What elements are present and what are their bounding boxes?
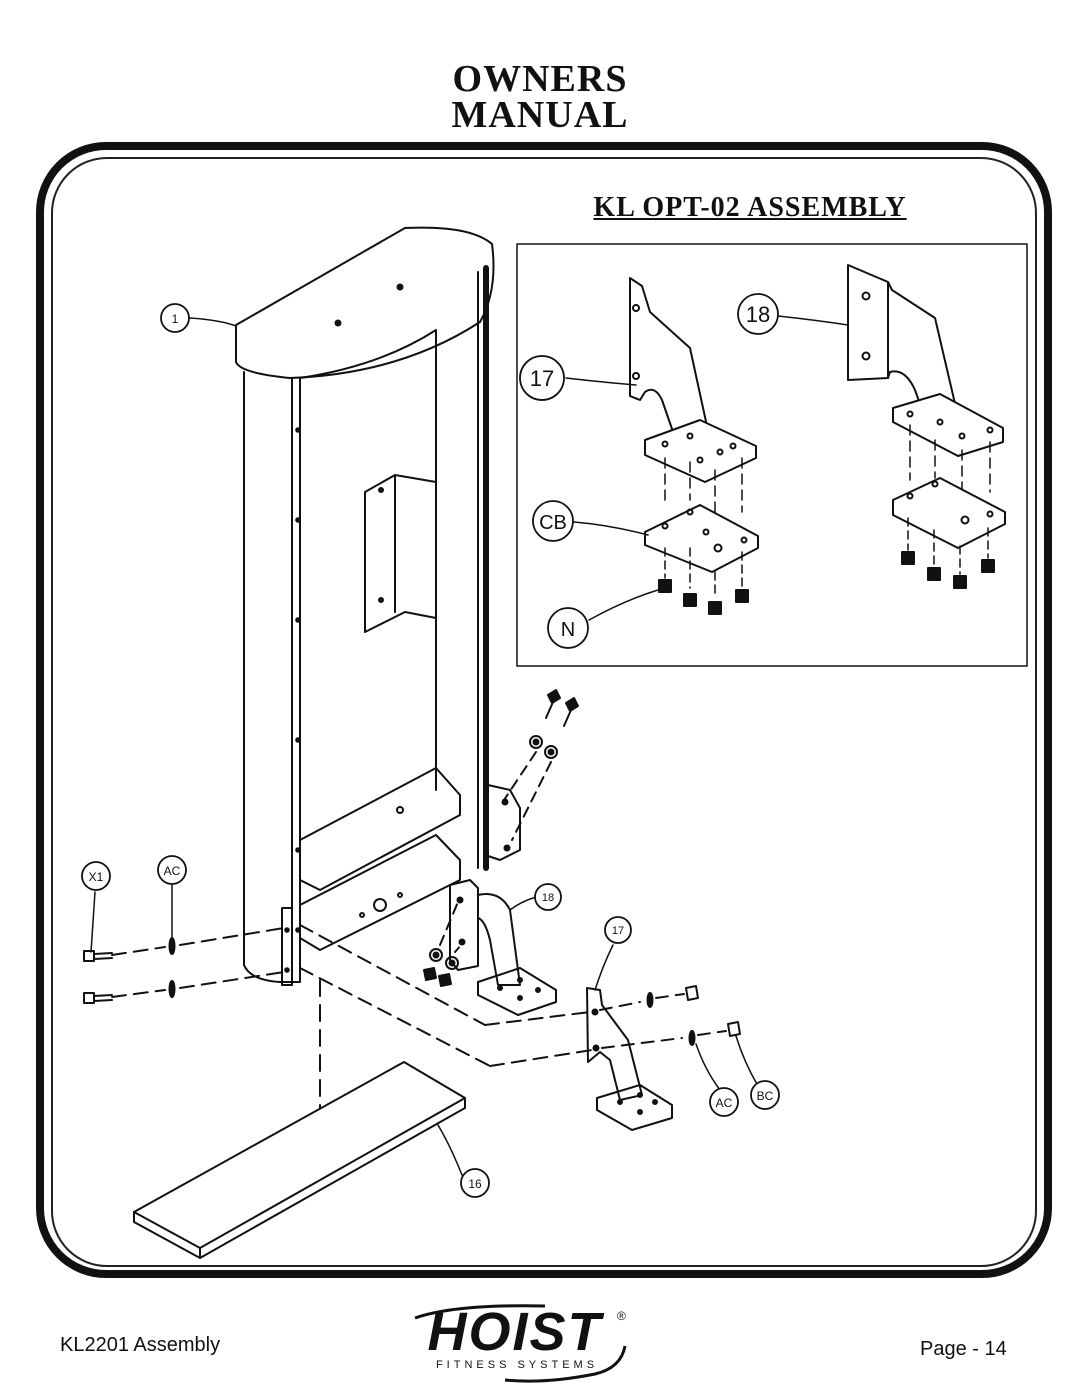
inset-pad-17 bbox=[629, 277, 759, 615]
callout-circle-bc bbox=[750, 1080, 780, 1110]
footer-page-number: Page - 14 bbox=[920, 1338, 1007, 1360]
callout-label-1: 1 bbox=[172, 312, 179, 326]
rear-bracket-plate bbox=[487, 784, 521, 861]
upright-foot-plate bbox=[281, 907, 293, 986]
logo-tagline: FITNESS SYSTEMS bbox=[436, 1359, 598, 1371]
manual-title-line1: OWNERS bbox=[452, 58, 628, 100]
upright-top-cap bbox=[235, 226, 495, 379]
callout-label-x1: X1 bbox=[89, 870, 104, 884]
left-hardware bbox=[83, 927, 285, 1004]
upright-handle-bracket bbox=[364, 474, 437, 633]
callout-circle-cb bbox=[532, 500, 574, 542]
base-board bbox=[133, 1061, 466, 1259]
callout-label-n: N bbox=[561, 619, 575, 641]
inset-pad-18 bbox=[847, 264, 1006, 589]
callout-circle-ac-right bbox=[709, 1087, 739, 1117]
logo-registered: ® bbox=[617, 1309, 626, 1323]
pad-17-main bbox=[586, 987, 673, 1131]
detail-inset-box bbox=[516, 243, 1028, 667]
upright-rear-panel bbox=[243, 371, 301, 983]
callout-label-cb: CB bbox=[539, 512, 567, 534]
callout-circle-16 bbox=[460, 1168, 490, 1198]
right-hardware bbox=[599, 985, 741, 1049]
upright-crossmember-top bbox=[299, 767, 461, 891]
callout-circle-18-main bbox=[534, 883, 562, 911]
callout-circle-ac-left bbox=[157, 855, 187, 885]
callout-circle-18-inset bbox=[737, 293, 779, 335]
drawing-frame-inner bbox=[51, 157, 1037, 1267]
logo-brand: HOIST bbox=[427, 1302, 604, 1362]
upright-front-panel bbox=[299, 329, 437, 983]
assembly-title: KL OPT-02 ASSEMBLY bbox=[593, 192, 907, 223]
callout-circle-n bbox=[547, 607, 589, 649]
callout-circle-1 bbox=[160, 303, 190, 333]
upright-crossmember-bottom bbox=[299, 834, 461, 951]
footer-model: KL2201 Assembly bbox=[60, 1334, 221, 1356]
callout-label-18-main: 18 bbox=[542, 892, 554, 904]
callout-label-17-main: 17 bbox=[612, 925, 624, 937]
callout-circle-17-inset bbox=[519, 355, 565, 401]
manual-title-line2: MANUAL bbox=[451, 94, 629, 136]
callout-circle-x1 bbox=[81, 861, 111, 891]
callout-label-18-inset: 18 bbox=[746, 302, 770, 327]
callout-circle-17-main bbox=[604, 916, 632, 944]
upright-frame bbox=[235, 226, 495, 986]
callout-label-ac-left: AC bbox=[164, 864, 181, 878]
callout-label-ac-right: AC bbox=[716, 1096, 733, 1110]
callout-label-17-inset: 17 bbox=[530, 366, 554, 391]
callout-label-bc: BC bbox=[757, 1089, 774, 1103]
pad-18-main bbox=[423, 879, 557, 1016]
rear-bolts bbox=[503, 689, 579, 841]
callout-label-16: 16 bbox=[468, 1177, 482, 1191]
hoist-logo: HOIST ® FITNESS SYSTEMS bbox=[414, 1302, 627, 1383]
drawing-frame bbox=[36, 142, 1052, 1278]
